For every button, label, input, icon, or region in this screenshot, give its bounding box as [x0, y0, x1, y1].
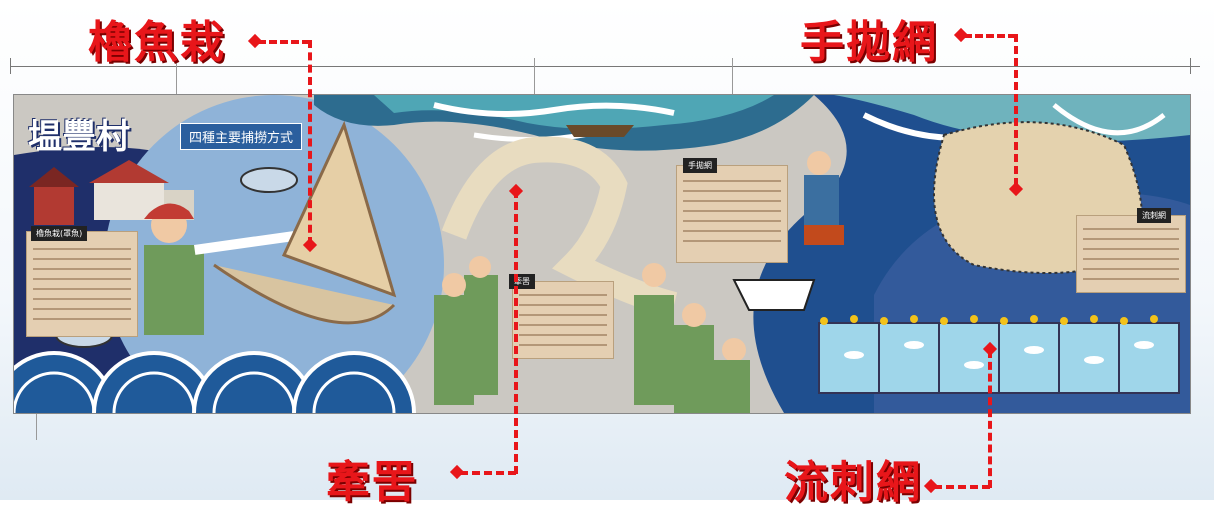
- info-panel-lift-net: 櫓魚栽(罩魚): [26, 226, 138, 337]
- guide-line: [176, 58, 177, 98]
- callout-leader-vertical: [308, 40, 312, 245]
- dimension-line: [10, 66, 1200, 67]
- callout-leader-horizontal: [964, 34, 1016, 38]
- guide-line: [36, 410, 37, 440]
- info-tag-drag-net: 牽罟: [509, 274, 535, 289]
- callout-leader-horizontal: [258, 40, 310, 44]
- callout-hand-net-label: 手拋網: [800, 17, 938, 68]
- info-panel-drag-net: 牽罟: [509, 274, 614, 359]
- dimension-tick-left: [10, 58, 11, 74]
- callout-leader-vertical: [514, 190, 518, 474]
- callout-drag-net-label: 牽罟: [326, 457, 418, 508]
- info-panel-hand-net: 手拋網: [676, 158, 788, 263]
- village-title: 塭豐村: [28, 117, 130, 157]
- guide-line: [732, 58, 733, 98]
- callout-leader-horizontal: [934, 485, 990, 489]
- info-tag-hand-net: 手拋網: [683, 158, 717, 173]
- callout-leader-horizontal: [460, 471, 516, 475]
- callout-gill-net-label: 流刺網: [784, 457, 922, 508]
- info-panel-gill-net: 流刺網: [1076, 208, 1186, 293]
- subtitle-banner: 四種主要捕撈方式: [180, 123, 303, 150]
- info-tag-lift-net: 櫓魚栽(罩魚): [31, 226, 88, 241]
- info-tag-gill-net: 流刺網: [1137, 208, 1171, 223]
- callout-lift-net-label: 櫓魚栽: [88, 17, 226, 68]
- dimension-tick-right: [1190, 58, 1191, 74]
- callout-leader-vertical: [1014, 34, 1018, 186]
- guide-line: [534, 58, 535, 98]
- callout-leader-vertical: [988, 350, 992, 488]
- mural-artwork: 塭豐村 四種主要捕撈方式 櫓魚栽(罩魚) 手拋網 牽罟 流刺網: [13, 94, 1191, 414]
